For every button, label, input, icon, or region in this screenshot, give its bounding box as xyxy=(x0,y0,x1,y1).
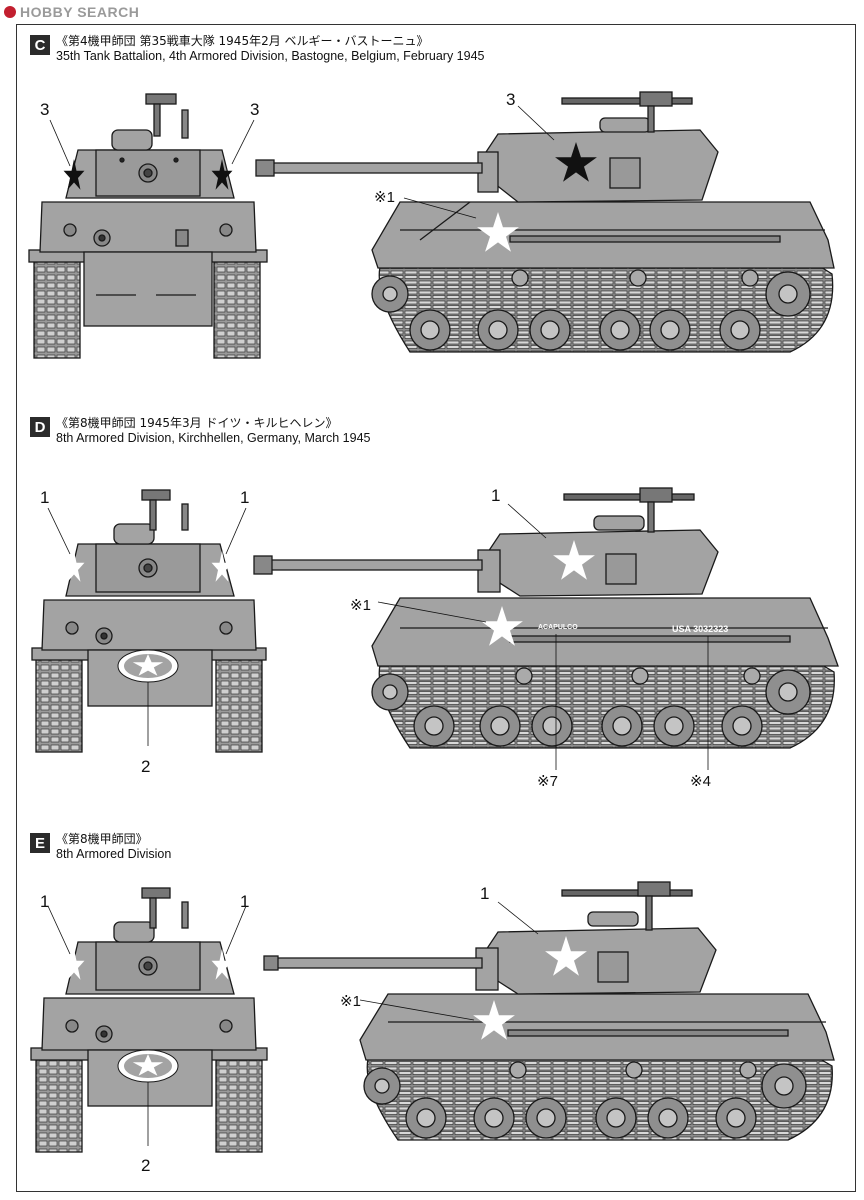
watermark-text: HOBBY SEARCH xyxy=(20,4,140,20)
hobby-search-logo-icon xyxy=(4,6,16,18)
section-e-side-view xyxy=(263,881,835,1141)
section-c-front-view xyxy=(28,93,268,359)
section-e-front-view xyxy=(30,887,268,1153)
section-c-front-callout-right: 3 xyxy=(250,100,260,119)
section-c-badge: C xyxy=(30,35,50,55)
section-c-title-en: 35th Tank Battalion, 4th Armored Divisio… xyxy=(56,49,485,63)
section-e-front-callout-bottom: 2 xyxy=(141,1156,151,1175)
section-e-side-callout-turret: 1 xyxy=(480,884,490,903)
hull-name-acapulco: ACAPULCO xyxy=(538,624,578,631)
section-d-side-callout-hull: ※1 xyxy=(350,597,371,614)
section-c-header: C 《第4機甲師団 第35戦車大隊 1945年2月 ベルギー・バストーニュ》 3… xyxy=(30,34,485,64)
section-d-front-view xyxy=(31,489,267,753)
hobby-search-watermark: HOBBY SEARCH xyxy=(4,4,139,20)
section-e-header: E 《第8機甲師団》 8th Armored Division xyxy=(30,832,171,862)
section-d-front-callout-left: 1 xyxy=(40,488,50,507)
section-d-title-ja: 《第8機甲師団 1945年3月 ドイツ・キルヒヘレン》 xyxy=(56,416,338,430)
section-e-side-callout-hull: ※1 xyxy=(340,993,361,1010)
section-e-badge: E xyxy=(30,833,50,853)
section-d-side-callout-serial: ※4 xyxy=(690,773,711,790)
section-d-front-callout-bottom: 2 xyxy=(141,757,151,776)
section-c-side-callout-hull: ※1 xyxy=(374,189,395,206)
section-c-side-view xyxy=(255,91,835,353)
hull-serial-number: USA 3032323 xyxy=(672,624,728,634)
section-e-title-ja: 《第8機甲師団》 xyxy=(56,832,148,846)
instruction-frame xyxy=(16,24,856,1192)
section-e-front-callout-left: 1 xyxy=(40,892,50,911)
section-d-header: D 《第8機甲師団 1945年3月 ドイツ・キルヒヘレン》 8th Armore… xyxy=(30,416,371,446)
section-d-front-callout-right: 1 xyxy=(240,488,250,507)
section-d-side-callout-acapulco: ※7 xyxy=(537,773,558,790)
section-c-side-callout-turret: 3 xyxy=(506,90,516,109)
section-c-title-ja: 《第4機甲師団 第35戦車大隊 1945年2月 ベルギー・バストーニュ》 xyxy=(56,34,429,48)
section-d-title-en: 8th Armored Division, Kirchhellen, Germa… xyxy=(56,431,371,445)
section-d-side-callout-turret: 1 xyxy=(491,486,501,505)
section-c-front-callout-left: 3 xyxy=(40,100,50,119)
section-d-side-view: ACAPULCO USA 3032323 xyxy=(253,487,839,770)
section-e-front-callout-right: 1 xyxy=(240,892,250,911)
section-d-badge: D xyxy=(30,417,50,437)
section-e-title-en: 8th Armored Division xyxy=(56,847,172,861)
